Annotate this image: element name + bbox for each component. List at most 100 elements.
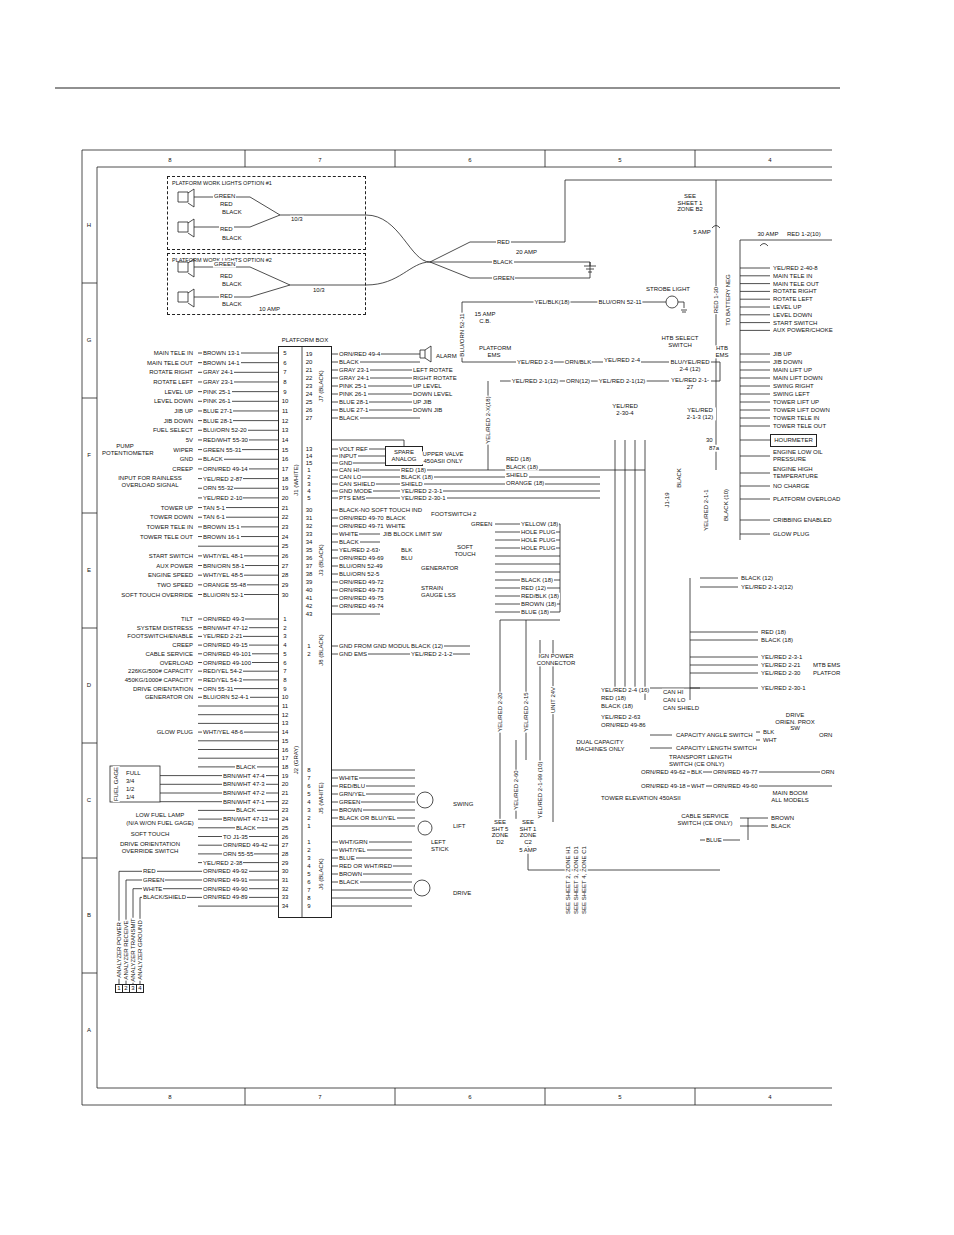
wire-label: 4 <box>306 799 311 806</box>
wire-label: BLACK <box>676 467 683 489</box>
wire-label: GREEN <box>142 877 165 884</box>
wire-label: 12 <box>281 711 290 718</box>
node-text: PLATFORM WORK LIGHTS OPTION #1 <box>172 180 361 186</box>
wire-label: GREEN <box>492 275 515 282</box>
wire-label: ORN/RED 49-101 <box>202 651 252 658</box>
wire-label: 30 <box>305 507 314 514</box>
wire-label: SOFT TOUCH OVERRIDE <box>120 591 194 598</box>
wire-label: ORN/RED 49-91 <box>202 877 249 884</box>
wire-label: SOFT TOUCH <box>130 831 171 838</box>
wire <box>740 370 770 371</box>
wire-label: BRN/ORN 58-1 <box>202 562 245 569</box>
wire-label: 5 <box>306 495 311 502</box>
wire-label: PINK 26-1 <box>338 391 368 398</box>
wire-label: LEFT STICK <box>430 839 460 852</box>
wire-label: YEL/RED 2-1-2(12) <box>740 584 794 591</box>
wire-label: 10 AMP <box>258 306 281 313</box>
wire-label: J1 (WHITE) <box>293 463 300 496</box>
wire <box>160 793 198 794</box>
wire-label: RED <box>496 239 511 246</box>
wire-label: SWING <box>452 801 474 808</box>
wire-label: 25 <box>281 543 290 550</box>
wire-label: 30 AMP <box>756 231 779 238</box>
wire-label: 10/3 <box>290 216 304 223</box>
wire <box>740 386 770 387</box>
wire-label: 7 <box>306 887 311 894</box>
wire <box>690 673 758 674</box>
wire-label: 2 <box>306 651 311 658</box>
hourmeter-box: HOURMETER <box>770 434 817 447</box>
wire-label: BLACK-NO SOFT TOUCH IND <box>338 507 423 514</box>
wire-label: BROWN <box>338 807 363 814</box>
wire-label: ORN/RED 49-42 <box>222 842 269 849</box>
wire <box>495 556 560 557</box>
wire-label: TRANSPORT LENGTH SWITCH (CE ONLY) <box>668 754 750 767</box>
wire-label: 6 <box>282 659 287 666</box>
wire-label: 23 <box>281 524 290 531</box>
wire-label: 6 <box>282 359 287 366</box>
wire-label: YEL/RED 2-30-1 <box>760 685 807 692</box>
wire-label: BRN/WHT 47-13 <box>222 816 269 823</box>
wire-label: ORN/RED 49-75 <box>338 595 385 602</box>
wire-label: ORN/RED 49-89 <box>202 894 249 901</box>
wire-label: 32 <box>305 523 314 530</box>
wire-label: 4 <box>306 863 311 870</box>
wire-label: 9 <box>282 388 287 395</box>
wire-label: BLACK (18) <box>520 577 554 584</box>
wire-label: ANALYZER POWER <box>116 921 123 979</box>
wire-label: GRAY 23-1 <box>202 379 234 386</box>
wire-label: CAPACITY LENGTH SWITCH <box>675 745 758 752</box>
header-rule <box>55 87 840 88</box>
wire-label: GRAY 23-1 <box>338 367 370 374</box>
wire-label: YEL/RED 2-3 <box>516 359 554 366</box>
wire-label: BROWN 13-1 <box>202 350 241 357</box>
wire-label: 8 <box>306 895 311 902</box>
wire-label: 39 <box>305 579 314 586</box>
wire-label: YEL/RED 2-1(12) <box>511 378 560 385</box>
wire-label: LOW FUEL LAMP <box>135 812 185 819</box>
wire-label: 40 <box>305 587 314 594</box>
wire-label: 4 <box>306 488 311 495</box>
wire-label: YEL/RED 2-20 <box>497 691 504 732</box>
wire-label: BLACK/SHIELD <box>142 894 187 901</box>
wire-label: CAN HI <box>662 689 684 696</box>
work-light-wiring <box>194 180 832 297</box>
wire-label: 25 <box>281 825 290 832</box>
wire <box>740 330 770 331</box>
wire-label: 3 <box>282 633 287 640</box>
wire-label: BLACK (18) <box>505 464 539 471</box>
wire-label: 450KG/1000# CAPACITY <box>124 677 194 684</box>
wire <box>160 775 198 776</box>
wire-label: TWO SPEED <box>156 582 194 589</box>
wire <box>332 470 600 471</box>
wire-label: 15 <box>281 446 290 453</box>
wire-label: 5 <box>617 157 622 164</box>
wire-label: TOWER LIFT DOWN <box>772 407 831 414</box>
wire-label: 38 <box>305 571 314 578</box>
wire-label: 8 <box>167 1094 172 1101</box>
wire-label: 2 <box>306 815 311 822</box>
wire-label: 43 <box>305 611 314 618</box>
wire-label: ORN/RED 49-15 <box>202 642 249 649</box>
wire-label: JIB UP <box>173 408 194 415</box>
wire-label: J2 (GRAY) <box>293 745 300 776</box>
wire-label: BLACK <box>385 515 407 522</box>
wire-label: SEE SHT 5 ZONE D2 <box>487 819 513 845</box>
wire-label: TOWER TELE OUT <box>772 423 827 430</box>
node-text: HOURMETER <box>774 437 813 443</box>
wire-label: E <box>86 567 92 574</box>
wire-label: 8 <box>282 677 287 684</box>
wire-label: SHIELD <box>400 481 424 488</box>
wire-label: 7 <box>306 775 311 782</box>
wire-label: OVERLOAD <box>159 659 194 666</box>
wire-label: GLOW PLUG <box>156 729 194 736</box>
wire-label: 42 <box>305 603 314 610</box>
wire-label: 5 <box>306 871 311 878</box>
wire <box>160 801 198 802</box>
wire-label: TAN 6-1 <box>202 514 226 521</box>
wire-label: BLU/ORN 52-4-1 <box>202 694 250 701</box>
wire-label: 10 <box>281 398 290 405</box>
wire-label: BLK <box>762 729 775 736</box>
wire <box>495 564 560 565</box>
